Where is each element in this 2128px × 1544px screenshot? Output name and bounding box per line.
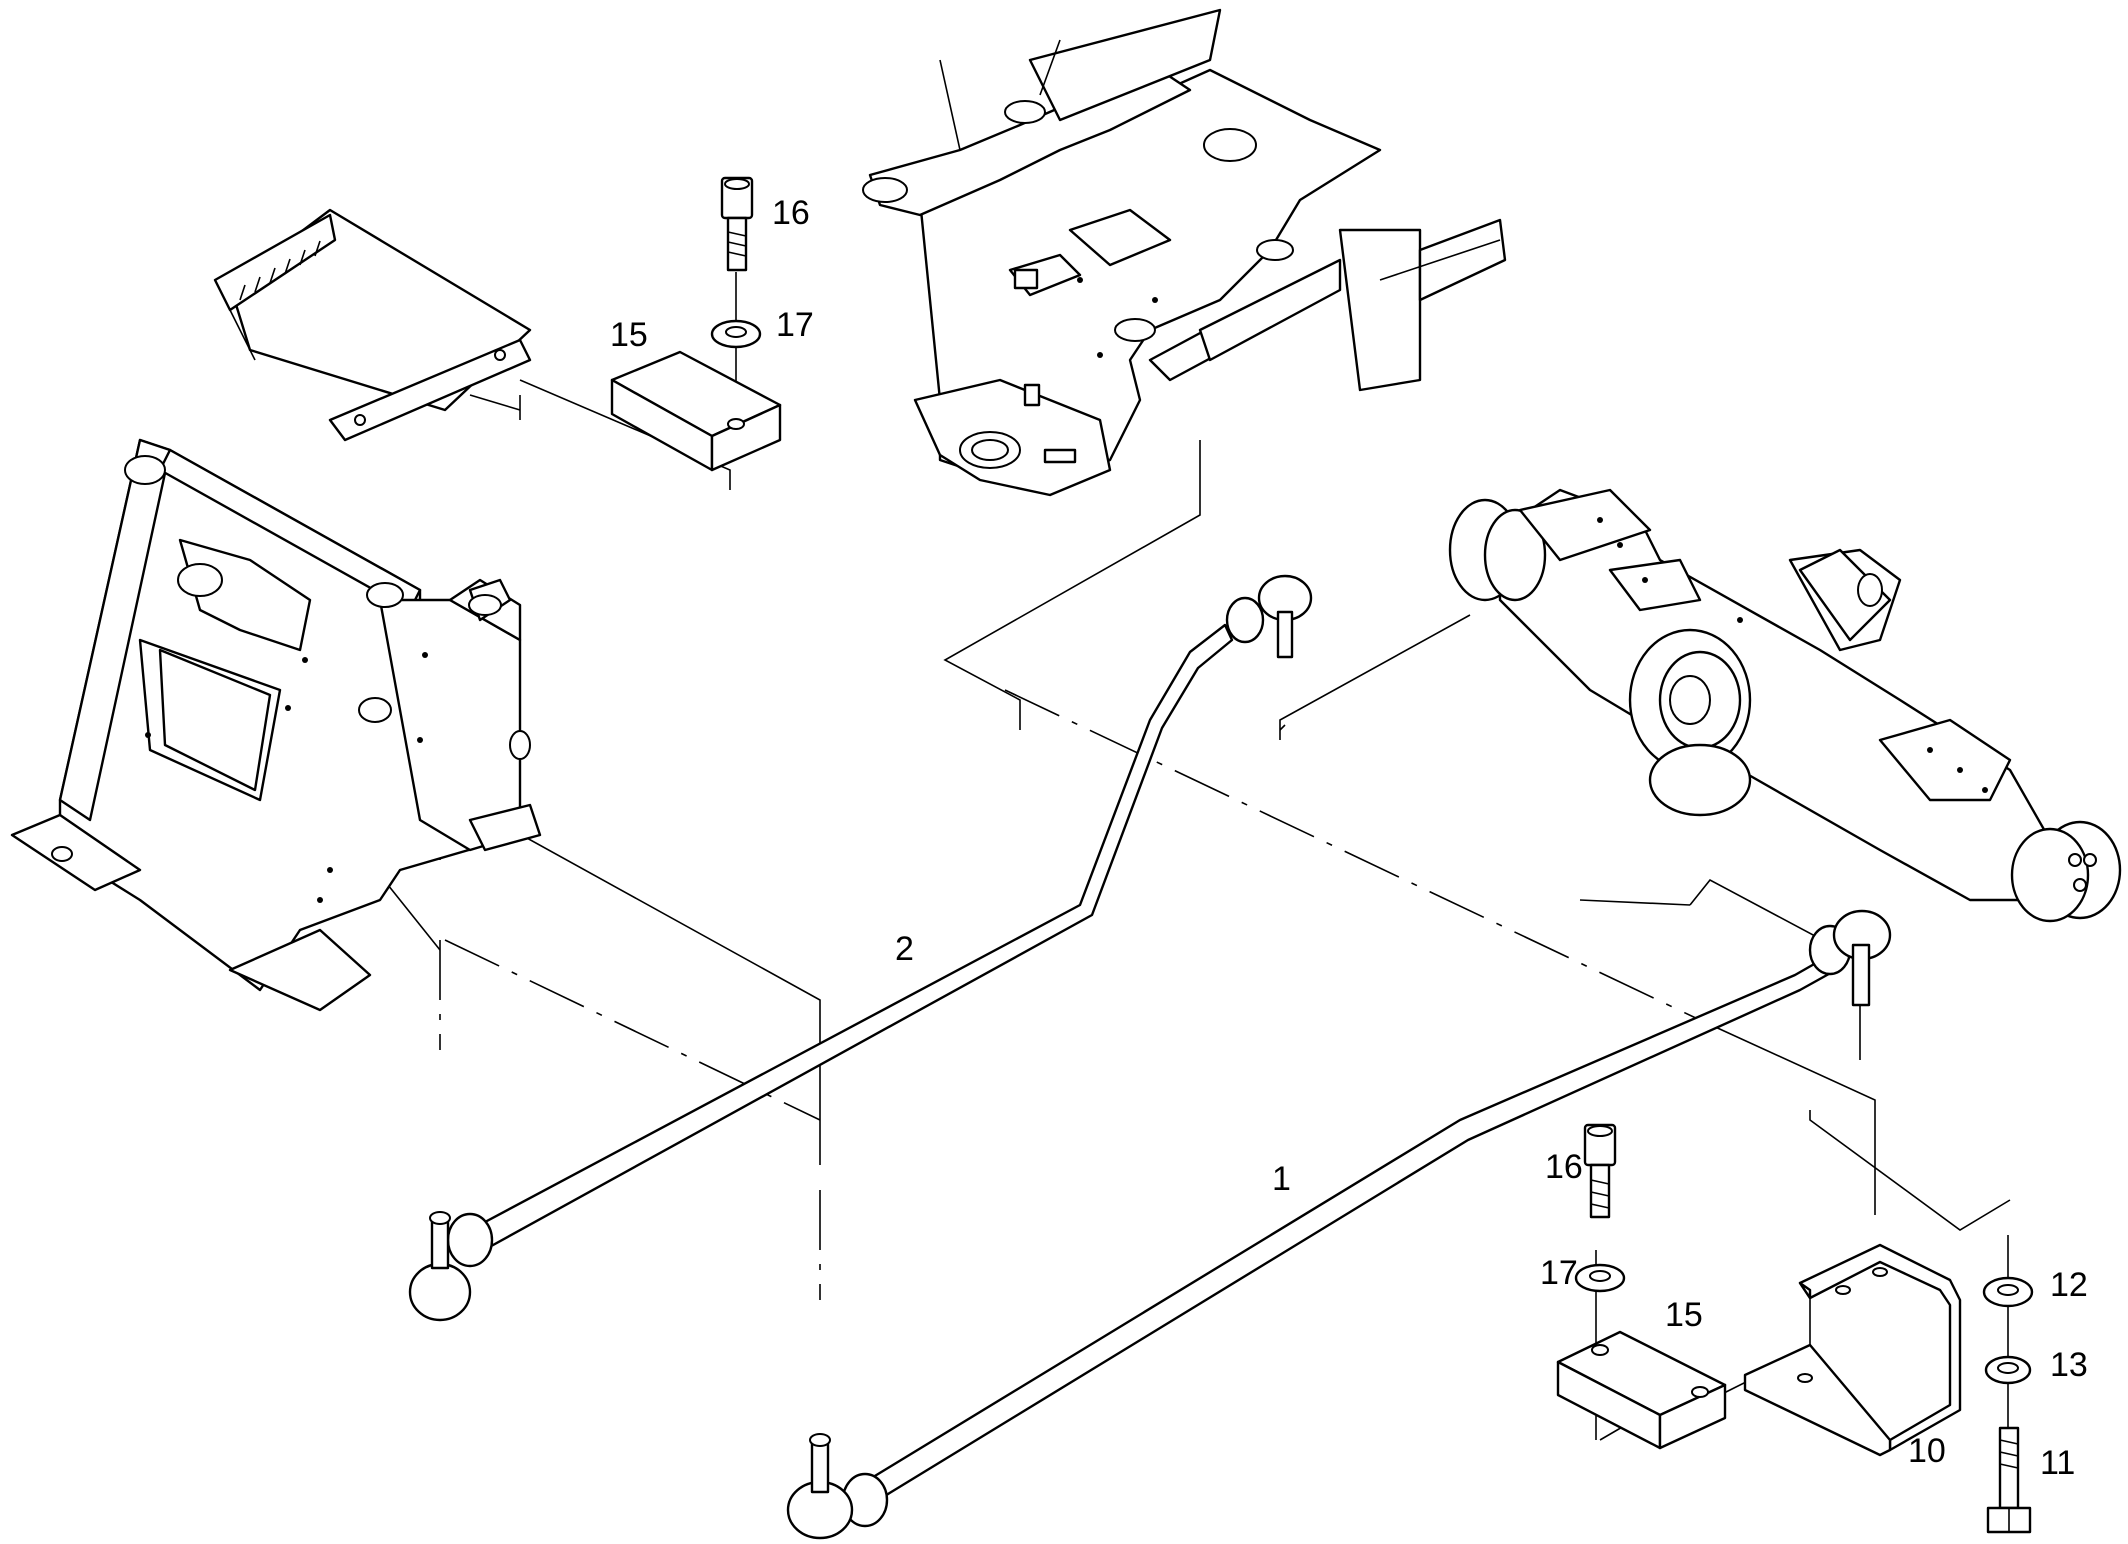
tie-rod-short: 2 xyxy=(408,574,1313,1322)
callout-bolt-bottom: 11 xyxy=(2040,1444,2075,1482)
bolt-bottom-left: 16 xyxy=(1545,1123,1617,1219)
axle-assembly xyxy=(1448,488,2122,923)
callout-rod-long: 1 xyxy=(1272,1160,1291,1198)
bolt-bottom: 11 xyxy=(1986,1426,2075,1534)
front-frame-pedestal xyxy=(10,438,542,1012)
washer-mid: 13 xyxy=(1984,1346,2088,1385)
washer-bottom-left: 17 xyxy=(1540,1254,1626,1293)
spacer-block-top: 15 xyxy=(610,316,782,472)
assembly-lines xyxy=(379,272,2011,1510)
callout-bolt-top: 16 xyxy=(772,194,810,232)
callout-washer-top: 12 xyxy=(2050,1266,2088,1304)
step-platform xyxy=(213,208,532,442)
chassis-frame xyxy=(862,8,1507,497)
spacer-block-bottom: 15 xyxy=(1556,1296,1727,1450)
bolt-top: 16 xyxy=(720,176,810,272)
callout-block-top: 15 xyxy=(610,316,648,354)
callout-washer-bottom-left: 17 xyxy=(1540,1254,1578,1292)
callout-bracket: 10 xyxy=(1908,1432,1946,1470)
callout-washer-mid: 13 xyxy=(2050,1346,2088,1384)
step-grating-teeth xyxy=(239,240,321,301)
washer-top-left: 17 xyxy=(710,306,814,349)
bracket: 10 xyxy=(1743,1243,1962,1470)
washer-top: 12 xyxy=(1982,1266,2088,1308)
tie-rod-long: 1 xyxy=(786,909,1892,1540)
callout-rod-short: 2 xyxy=(895,930,914,968)
callout-washer-top-left: 17 xyxy=(776,306,814,344)
callout-bolt-bottom-left: 16 xyxy=(1545,1148,1583,1186)
callout-block-bottom: 15 xyxy=(1665,1296,1703,1334)
